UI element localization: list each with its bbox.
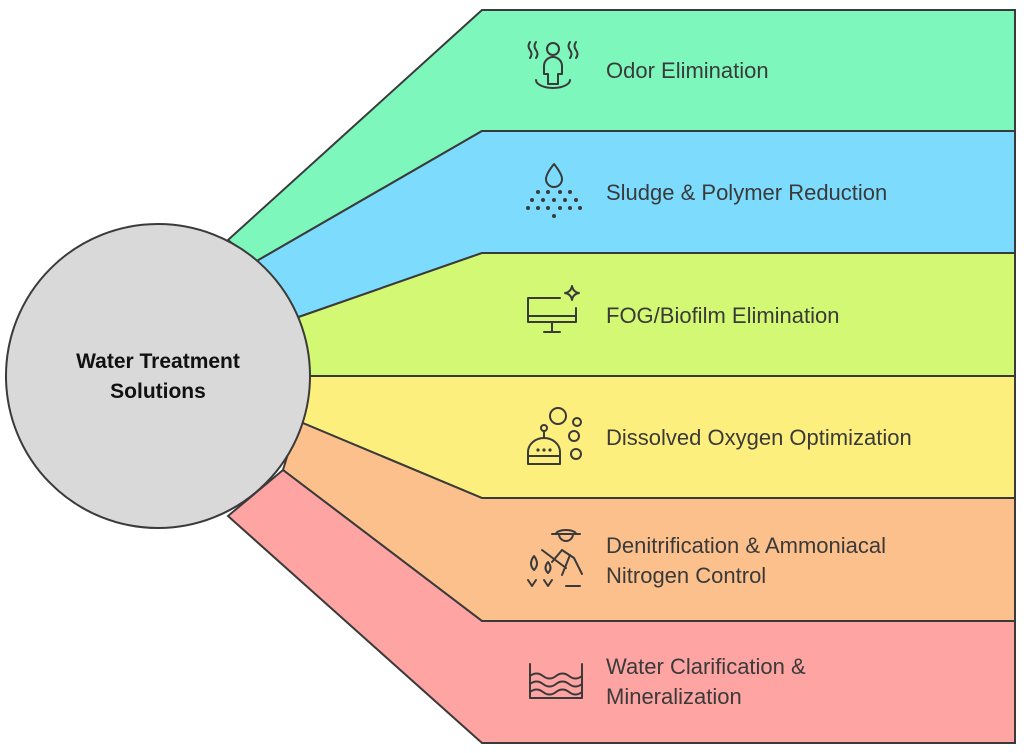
person-odor-icon xyxy=(527,41,579,89)
band-fog-biofilm-elimination: FOG/Biofilm Elimination xyxy=(288,252,1016,377)
sparkling-monitor-icon xyxy=(527,285,580,333)
farmer-plants-icon xyxy=(527,529,583,587)
band-label: Denitrification & Ammoniacal xyxy=(606,533,886,558)
hub-title-line1: Water Treatment xyxy=(76,350,240,373)
hub-circle xyxy=(5,223,311,529)
band-label: Sludge & Polymer Reduction xyxy=(606,180,887,205)
band-denitrification-nitrogen-control: Denitrification & Ammoniacal Nitrogen Co… xyxy=(281,419,1016,622)
water-waves-icon xyxy=(529,663,583,699)
band-label: FOG/Biofilm Elimination xyxy=(606,303,840,328)
hub: Water Treatment Solutions xyxy=(5,223,311,529)
band-shape xyxy=(226,468,1016,744)
band-label: Odor Elimination xyxy=(606,58,769,83)
band-label: Dissolved Oxygen Optimization xyxy=(606,425,912,450)
hub-title-line2: Solutions xyxy=(110,380,206,403)
band-label-line2: Mineralization xyxy=(606,684,742,709)
diver-bubbles-icon xyxy=(527,407,582,465)
water-drop-dispersion-icon xyxy=(526,163,582,218)
band-label-line2: Nitrogen Control xyxy=(606,563,766,588)
band-water-clarification-mineralization: Water Clarification & Mineralization xyxy=(226,468,1016,744)
band-label: Water Clarification & xyxy=(606,654,806,679)
